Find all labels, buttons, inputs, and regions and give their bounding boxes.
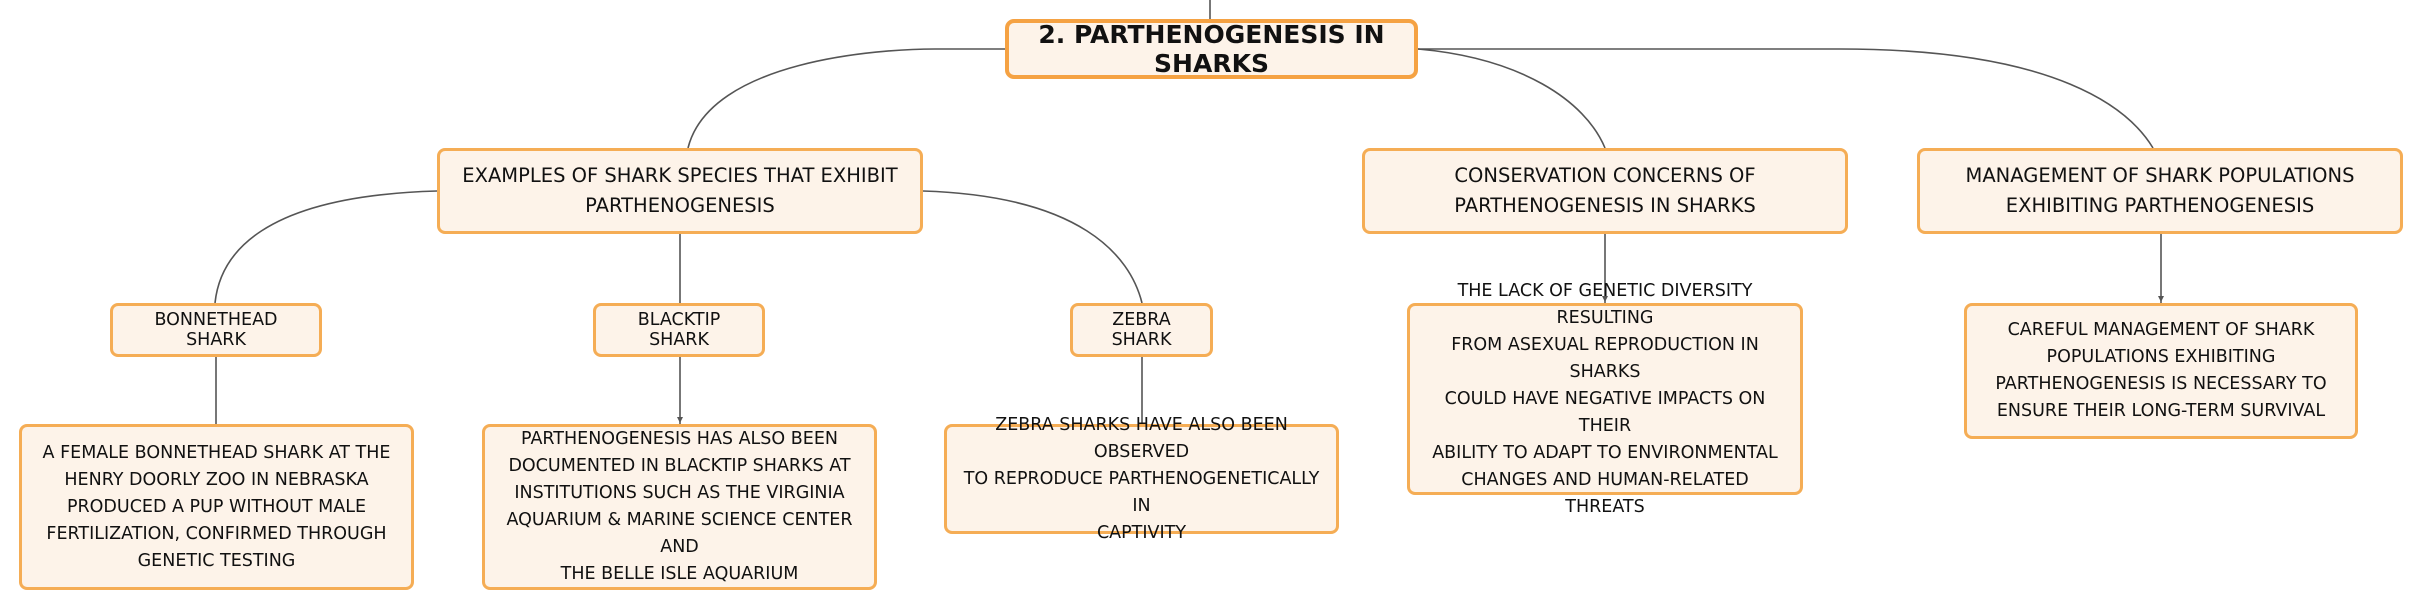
detail-line: CAPTIVITY <box>1096 522 1187 543</box>
detail-line: ZEBRA SHARKS HAVE ALSO BEEN OBSERVED <box>995 414 1288 462</box>
topic-label: MANAGEMENT OF SHARK POPULATIONS EXHIBITI… <box>1966 161 2355 221</box>
connector-root-conservation <box>1417 48 1606 149</box>
subtopic-label: BLACKTIP SHARK <box>637 310 721 350</box>
arrowhead-icon <box>677 417 683 423</box>
detail-text: A FEMALE BONNETHEAD SHARK AT THE HENRY D… <box>43 440 391 575</box>
detail-line: CHANGES AND HUMAN-RELATED THREATS <box>1461 469 1749 517</box>
detail-line: TO REPRODUCE PARTHENOGENETICALLY IN <box>963 468 1320 516</box>
detail-line: DOCUMENTED IN BLACKTIP SHARKS AT <box>508 456 851 476</box>
detail-line: PARTHENOGENESIS HAS ALSO BEEN <box>521 429 838 449</box>
arrowhead-icon <box>2158 296 2164 302</box>
topic-line: MANAGEMENT OF SHARK POPULATIONS <box>1965 164 2355 187</box>
detail-text: PARTHENOGENESIS HAS ALSO BEEN DOCUMENTED… <box>499 426 860 588</box>
subtopic-zebra-shark[interactable]: ZEBRA SHARK <box>1070 303 1213 357</box>
subtopic-bonnethead-shark[interactable]: BONNETHEAD SHARK <box>110 303 322 357</box>
detail-line: CAREFUL MANAGEMENT OF SHARK <box>2007 320 2315 340</box>
connector-examples-zebra <box>922 190 1143 304</box>
detail-line: GENETIC TESTING <box>137 550 296 571</box>
topic-management[interactable]: MANAGEMENT OF SHARK POPULATIONS EXHIBITI… <box>1917 148 2403 234</box>
connector-examples-bonnethead <box>214 190 438 304</box>
detail-line: FERTILIZATION, CONFIRMED THROUGH <box>46 523 387 544</box>
detail-text: CAREFUL MANAGEMENT OF SHARK POPULATIONS … <box>1995 317 2326 425</box>
subtopic-label: ZEBRA SHARK <box>1111 310 1172 350</box>
detail-line: FROM ASEXUAL REPRODUCTION IN SHARKS <box>1451 334 1759 382</box>
detail-zebra-shark[interactable]: ZEBRA SHARKS HAVE ALSO BEEN OBSERVED TO … <box>944 415 1339 543</box>
detail-management[interactable]: CAREFUL MANAGEMENT OF SHARK POPULATIONS … <box>1964 303 2358 439</box>
detail-line: INSTITUTIONS SUCH AS THE VIRGINIA <box>514 483 845 503</box>
detail-line: THE BELLE ISLE AQUARIUM <box>560 564 799 584</box>
topic-examples-of-species[interactable]: EXAMPLES OF SHARK SPECIES THAT EXHIBIT P… <box>437 148 923 234</box>
topic-line: PARTHENOGENESIS IN SHARKS <box>1454 194 1756 217</box>
detail-line: POPULATIONS EXHIBITING <box>2046 347 2276 367</box>
detail-text: ZEBRA SHARKS HAVE ALSO BEEN OBSERVED TO … <box>961 412 1322 547</box>
detail-line: THE LACK OF GENETIC DIVERSITY RESULTING <box>1457 280 1753 328</box>
detail-line: ABILITY TO ADAPT TO ENVIRONMENTAL <box>1432 442 1778 463</box>
connector-root-management <box>1418 48 2154 149</box>
detail-line: HENRY DOORLY ZOO IN NEBRASKA <box>64 469 369 490</box>
connector-root-examples <box>687 48 1005 149</box>
topic-line: PARTHENOGENESIS <box>585 194 775 217</box>
topic-label: EXAMPLES OF SHARK SPECIES THAT EXHIBIT P… <box>462 161 897 221</box>
subtopic-blacktip-shark[interactable]: BLACKTIP SHARK <box>593 303 765 357</box>
root-node[interactable]: 2. PARTHENOGENESIS IN SHARKS <box>1005 19 1418 79</box>
detail-blacktip-shark[interactable]: PARTHENOGENESIS HAS ALSO BEEN DOCUMENTED… <box>482 424 877 590</box>
topic-line: CONSERVATION CONCERNS OF <box>1454 164 1756 187</box>
detail-line: AQUARIUM & MARINE SCIENCE CENTER AND <box>506 510 853 557</box>
detail-bonnethead-shark[interactable]: A FEMALE BONNETHEAD SHARK AT THE HENRY D… <box>19 424 414 590</box>
topic-line: EXHIBITING PARTHENOGENESIS <box>2005 194 2315 217</box>
detail-line: PARTHENOGENESIS IS NECESSARY TO <box>1995 374 2327 394</box>
detail-line: COULD HAVE NEGATIVE IMPACTS ON THEIR <box>1444 388 1766 436</box>
detail-text: THE LACK OF GENETIC DIVERSITY RESULTING … <box>1424 278 1786 521</box>
subtopic-label: BONNETHEAD SHARK <box>154 310 278 350</box>
detail-line: PRODUCED A PUP WITHOUT MALE <box>66 496 367 517</box>
topic-line: EXAMPLES OF SHARK SPECIES THAT EXHIBIT <box>462 164 898 187</box>
topic-label: CONSERVATION CONCERNS OF PARTHENOGENESIS… <box>1454 161 1756 221</box>
root-label: 2. PARTHENOGENESIS IN SHARKS <box>1038 20 1385 78</box>
arrowhead-icon <box>1602 296 1608 302</box>
detail-line: A FEMALE BONNETHEAD SHARK AT THE <box>42 442 391 463</box>
detail-line: ENSURE THEIR LONG-TERM SURVIVAL <box>1996 401 2326 421</box>
detail-conservation-concerns[interactable]: THE LACK OF GENETIC DIVERSITY RESULTING … <box>1407 281 1803 517</box>
topic-conservation-concerns[interactable]: CONSERVATION CONCERNS OF PARTHENOGENESIS… <box>1362 148 1848 234</box>
